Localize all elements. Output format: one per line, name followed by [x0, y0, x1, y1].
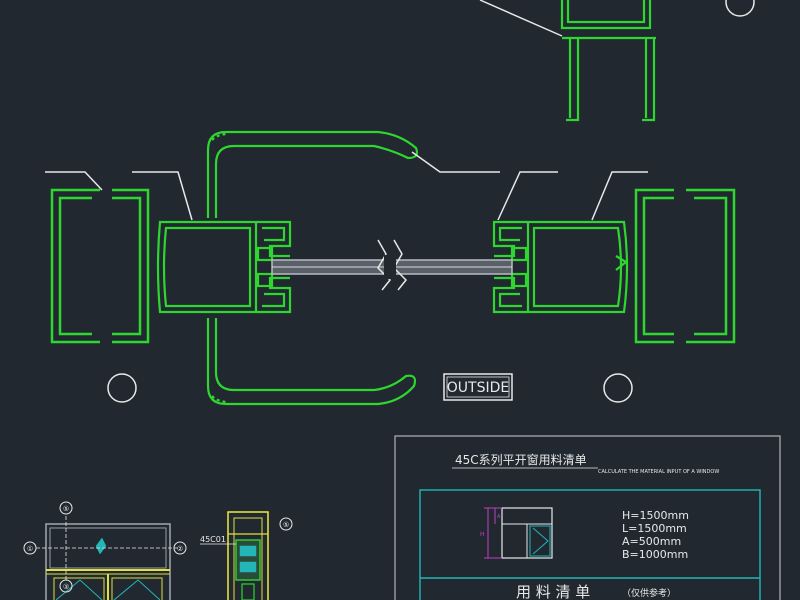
- table-inner-frame: [419, 489, 761, 600]
- dim-h: H=1500mm: [622, 509, 689, 522]
- dim-label-a: A: [497, 514, 501, 520]
- handle-leader: [411, 151, 500, 173]
- right-frame-profile: [492, 220, 629, 314]
- right-frame-leader: [497, 171, 558, 221]
- part-code: 45C01: [200, 535, 226, 544]
- left-frame-profile: [156, 220, 292, 314]
- outside-label: OUTSIDE: [447, 380, 509, 396]
- material-table: 45C系列平开窗用料清单 CALCULATE THE MATERIAL INPU…: [394, 435, 781, 600]
- marker-3: ③: [63, 583, 69, 591]
- left-frame-leader: [132, 171, 193, 221]
- dim-label-h: H: [480, 531, 485, 538]
- marker-5-top: ⑤: [63, 505, 69, 513]
- left-channel-leader: [45, 171, 103, 191]
- window-sketch: H A: [480, 507, 553, 559]
- marker-1: ①: [27, 545, 33, 553]
- top-profile-upper-inner: [566, 0, 646, 24]
- lower-handle: [206, 318, 417, 406]
- upper-handle: [206, 130, 419, 218]
- window-elevation: ⑤ ① ② ③: [23, 501, 187, 600]
- top-profile-upper: [560, 0, 652, 30]
- table-subtitle: CALCULATE THE MATERIAL INPUT OF A WINDOW: [598, 469, 719, 475]
- list-note: （仅供参考）: [622, 587, 676, 599]
- top-circle-marker: [725, 0, 755, 17]
- marker-5-section: ⑤: [283, 521, 289, 529]
- table-title: 45C系列平开窗用料清单: [455, 453, 587, 467]
- break-symbol: [377, 239, 392, 291]
- left-c-channel: [50, 188, 150, 344]
- outside-label-box: OUTSIDE: [443, 373, 513, 401]
- glass-mark-icon: [95, 537, 107, 555]
- list-title: 用 料 清 单: [516, 583, 590, 600]
- top-profile: [560, 0, 656, 122]
- top-profile-legs: [562, 36, 656, 122]
- right-c-channel: [634, 188, 736, 344]
- right-channel-leader: [591, 171, 648, 221]
- right-circle-marker: [603, 373, 633, 403]
- dim-a: A=500mm: [622, 535, 681, 548]
- marker-2: ②: [177, 545, 183, 553]
- dim-l: L=1500mm: [622, 522, 687, 535]
- section-profile: 45C01 ⑤: [200, 511, 293, 600]
- glass-panel: [271, 239, 513, 291]
- left-circle-marker: [107, 373, 137, 403]
- dim-b: B=1000mm: [622, 548, 688, 561]
- top-leader-line: [479, 0, 563, 37]
